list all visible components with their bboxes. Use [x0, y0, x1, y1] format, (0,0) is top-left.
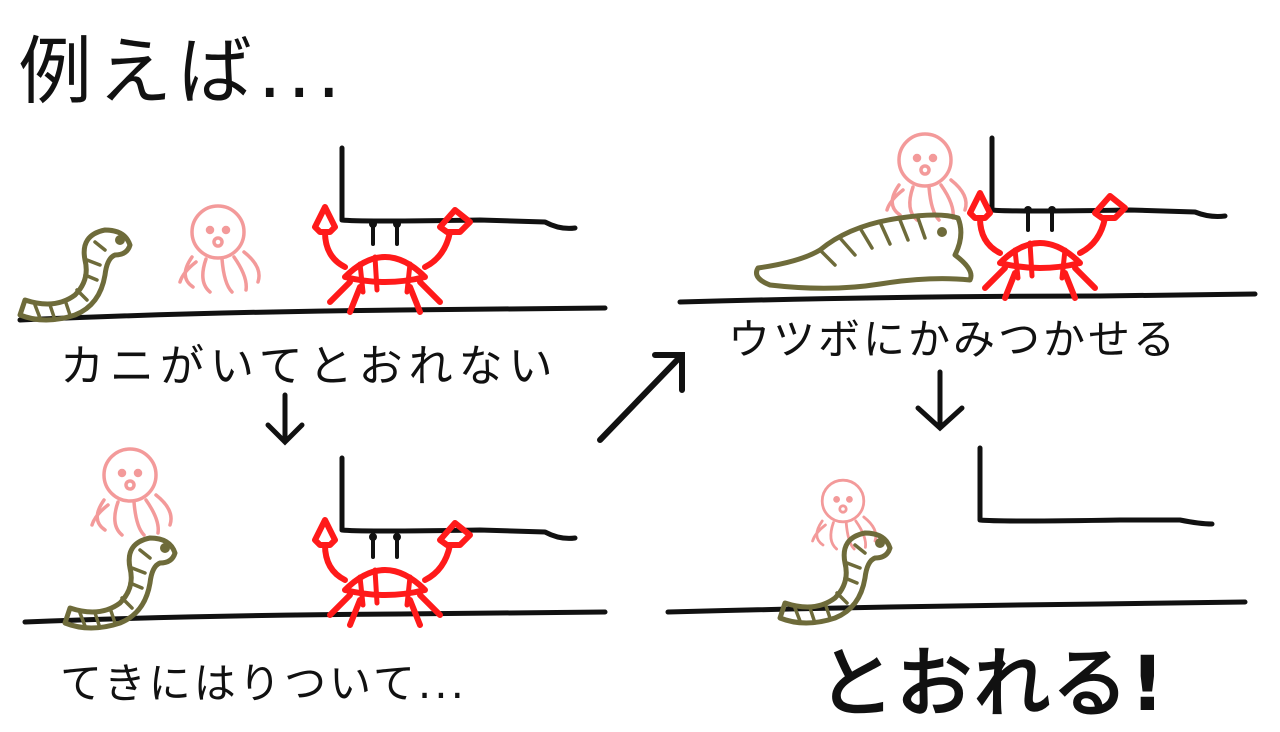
caption-panel-4: とおれる!: [818, 639, 1167, 728]
crab-icon-panel-2: [315, 520, 470, 625]
page-title: 例えば...: [18, 29, 347, 115]
octopus-icon-panel-2: [90, 447, 173, 537]
eel-icon-panel-3: [754, 212, 974, 291]
arrow-down-icon-2: [915, 369, 965, 432]
octopus-icon-panel-3: [885, 132, 968, 222]
caption-panel-3: ウツボにかみつかせる: [728, 315, 1179, 364]
panel-1: [17, 145, 608, 323]
octopus-icon-panel-1: [178, 204, 261, 294]
panel-3: [677, 135, 1258, 305]
eel-icon-panel-2: [65, 538, 175, 628]
caption-panel-1: カニがいてとおれない: [60, 341, 559, 392]
eel-icon-panel-1: [20, 230, 130, 320]
caption-panel-2: てきにはりついて...: [60, 659, 467, 708]
octopus-icon-panel-4: [811, 478, 878, 551]
arrow-diagonal-icon: [597, 352, 685, 443]
panel-4: [665, 445, 1248, 615]
arrow-down-icon-1: [265, 392, 305, 446]
